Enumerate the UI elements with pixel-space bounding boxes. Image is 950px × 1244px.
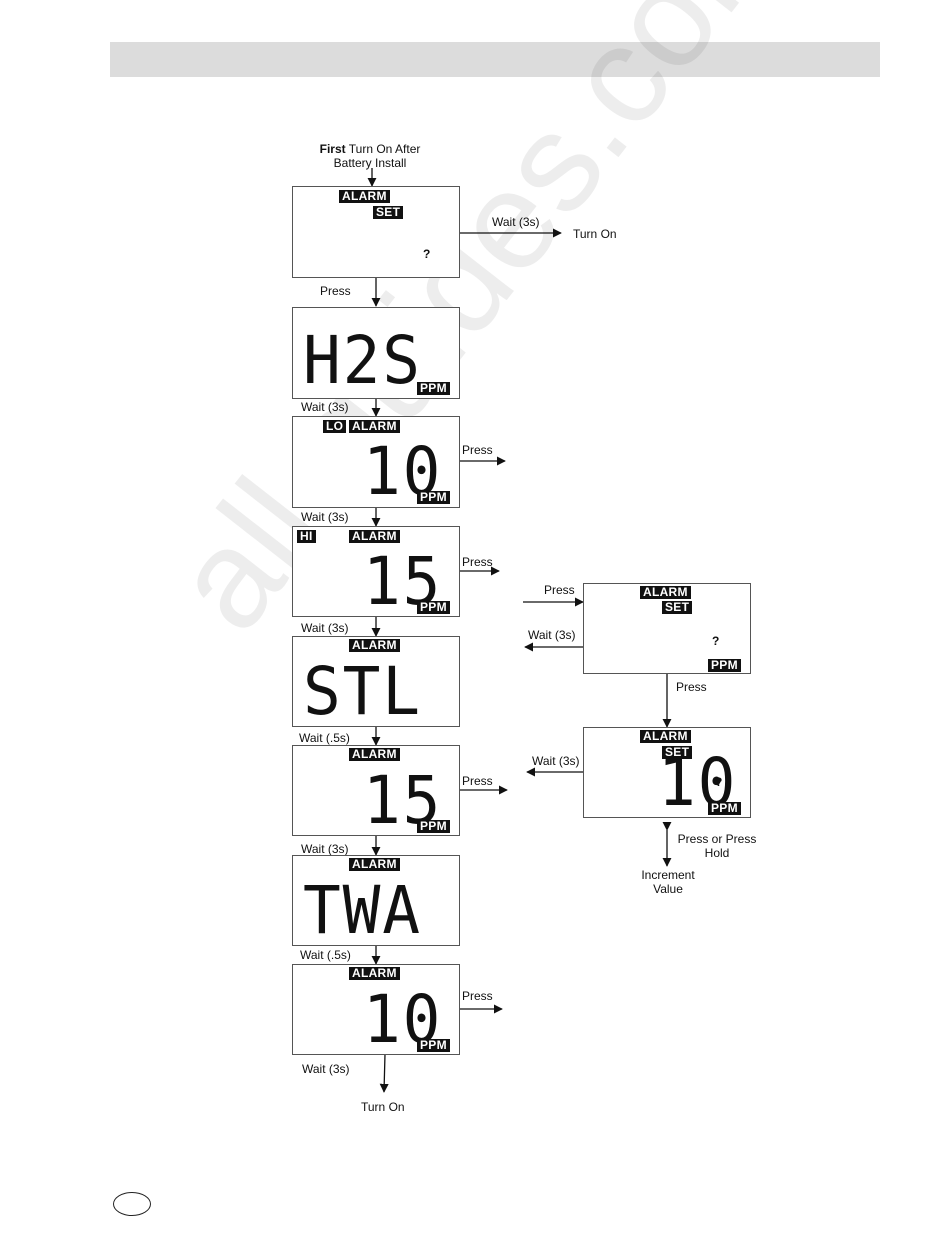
label-press: Press <box>544 583 575 597</box>
lcd-twa-value: ALARM 10 PPM <box>292 964 460 1055</box>
label-wait-3s: Wait (3s) <box>301 621 349 635</box>
alarm-tag: ALARM <box>339 190 390 203</box>
start-label-rest: Turn On After <box>345 142 421 156</box>
label-press: Press <box>676 680 707 694</box>
label-wait-3s: Wait (3s) <box>301 510 349 524</box>
ppm-tag: PPM <box>417 1039 450 1052</box>
alarm-tag: ALARM <box>349 530 400 543</box>
label-wait-3s: Wait (3s) <box>528 628 576 642</box>
label-value: Value <box>653 882 683 896</box>
alarm-tag: ALARM <box>640 586 691 599</box>
lcd-hi-alarm: HI ALARM 15 PPM <box>292 526 460 617</box>
label-press: Press <box>320 284 351 298</box>
arrow-end-turnon <box>379 1053 389 1093</box>
label-press-or-hold: Press or Press Hold <box>672 832 762 860</box>
lcd-set-alarm: ALARM SET ? PPM <box>583 583 751 674</box>
set-tag: SET <box>662 601 693 614</box>
start-label: First Turn On After Battery Install <box>310 142 430 170</box>
lcd-stl: ALARM STL <box>292 636 460 727</box>
question-mark: ? <box>715 775 723 789</box>
label-wait-3s: Wait (3s) <box>301 400 349 414</box>
set-tag: SET <box>662 746 693 759</box>
lcd-lo-alarm: LO ALARM 10 PPM <box>292 416 460 508</box>
set-tag: SET <box>373 206 404 219</box>
stl-text: STL <box>303 653 422 730</box>
label-wait-05s: Wait (.5s) <box>300 948 351 962</box>
ppm-tag: PPM <box>417 382 450 395</box>
lcd-gas-type: H2S PPM <box>292 307 460 399</box>
alarm-tag: ALARM <box>349 858 400 871</box>
gas-digits: H2S <box>303 322 422 399</box>
label-wait-05s: Wait (.5s) <box>299 731 350 745</box>
label-wait-3s: Wait (3s) <box>532 754 580 768</box>
label-wait-3s: Wait (3s) <box>302 1062 350 1076</box>
lcd-stl-value: ALARM 15 PPM <box>292 745 460 836</box>
label-press: Press <box>462 555 493 569</box>
label-wait-3s: Wait (3s) <box>301 842 349 856</box>
start-label-line2: Battery Install <box>333 156 407 170</box>
ppm-tag: PPM <box>417 491 450 504</box>
label-press: Press <box>462 443 493 457</box>
label-wait-3s: Wait (3s) <box>492 215 540 229</box>
language-badge <box>113 1192 151 1216</box>
twa-text: TWA <box>303 872 422 949</box>
alarm-tag: ALARM <box>349 420 400 433</box>
label-turn-on: Turn On <box>361 1100 405 1114</box>
alarm-tag: ALARM <box>349 748 400 761</box>
label-press: Press <box>462 989 493 1003</box>
lcd-set-value: ALARM SET 10 ? PPM <box>583 727 751 818</box>
label-hold: Hold <box>704 846 730 860</box>
lcd-twa: ALARM TWA <box>292 855 460 946</box>
label-increment-value: Increment Value <box>630 868 706 896</box>
ppm-tag: PPM <box>417 601 450 614</box>
lo-tag: LO <box>323 420 347 433</box>
question-mark: ? <box>423 247 431 261</box>
ppm-tag: PPM <box>708 659 741 672</box>
alarm-tag: ALARM <box>349 967 400 980</box>
label-increment: Increment <box>641 868 695 882</box>
label-press: Press <box>462 774 493 788</box>
hi-tag: HI <box>297 530 316 543</box>
alarm-tag: ALARM <box>349 639 400 652</box>
label-turn-on: Turn On <box>573 227 617 241</box>
lcd-alarm-set: ALARM SET ? <box>292 186 460 278</box>
start-label-bold: First <box>319 142 346 156</box>
header-bar <box>110 42 880 77</box>
ppm-tag: PPM <box>417 820 450 833</box>
ppm-tag: PPM <box>708 802 741 815</box>
label-press-or-press: Press or Press <box>677 832 757 846</box>
question-mark: ? <box>712 634 720 648</box>
alarm-tag: ALARM <box>640 730 691 743</box>
